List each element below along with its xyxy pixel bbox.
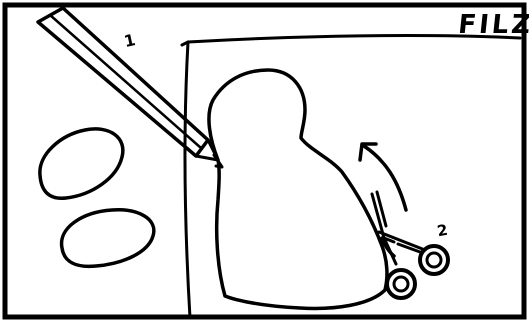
felt-craft-illustration: FILZ 1 2 [0, 0, 529, 322]
